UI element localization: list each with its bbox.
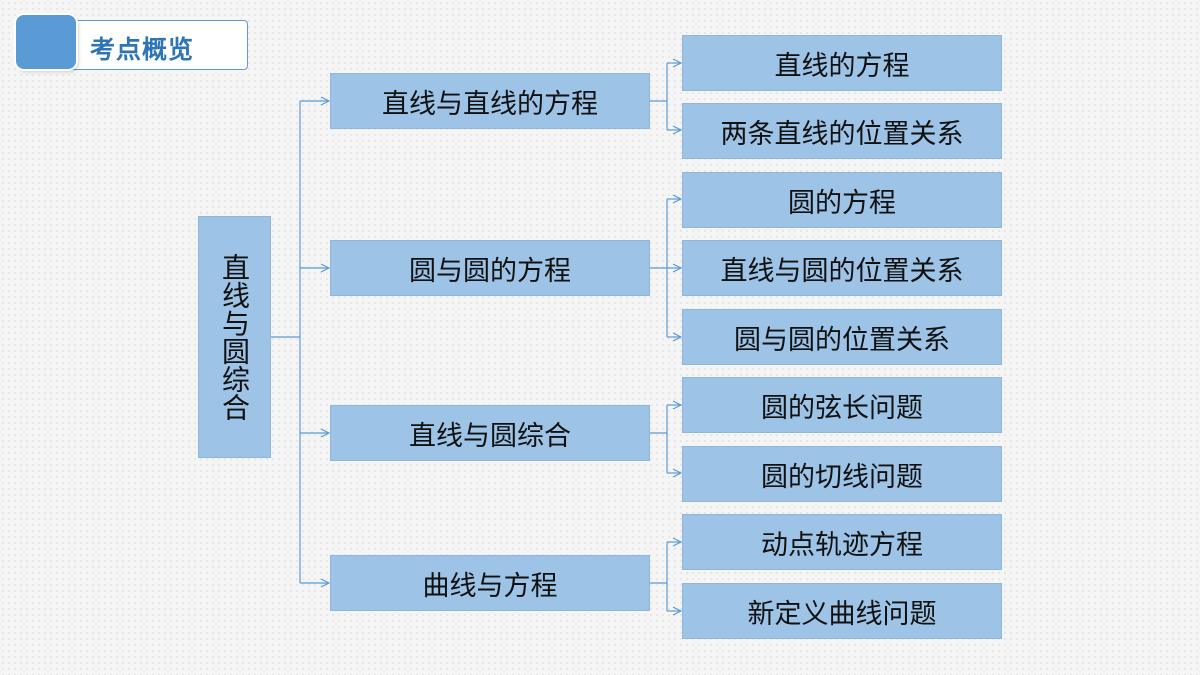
- leaf-node-2-1: 圆的方程: [682, 172, 1002, 228]
- leaf-node-3-2: 圆的切线问题: [682, 446, 1002, 502]
- header-badge-icon: [16, 15, 76, 69]
- leaf-node-3-1: 圆的弦长问题: [682, 377, 1002, 433]
- leaf-node-2-3: 圆与圆的位置关系: [682, 309, 1002, 365]
- branch-node-2: 圆与圆的方程: [330, 240, 650, 296]
- leaf-node-2-2: 直线与圆的位置关系: [682, 240, 1002, 296]
- leaf-node-4-2: 新定义曲线问题: [682, 583, 1002, 639]
- branch-node-1: 直线与直线的方程: [330, 73, 650, 129]
- leaf-node-1-2: 两条直线的位置关系: [682, 103, 1002, 159]
- branch-node-3: 直线与圆综合: [330, 405, 650, 461]
- root-node: 直线与圆综合: [198, 216, 271, 458]
- branch-node-4: 曲线与方程: [330, 555, 650, 611]
- page-title: 考点概览: [90, 35, 195, 64]
- leaf-node-4-1: 动点轨迹方程: [682, 514, 1002, 570]
- leaf-node-1-1: 直线的方程: [682, 35, 1002, 91]
